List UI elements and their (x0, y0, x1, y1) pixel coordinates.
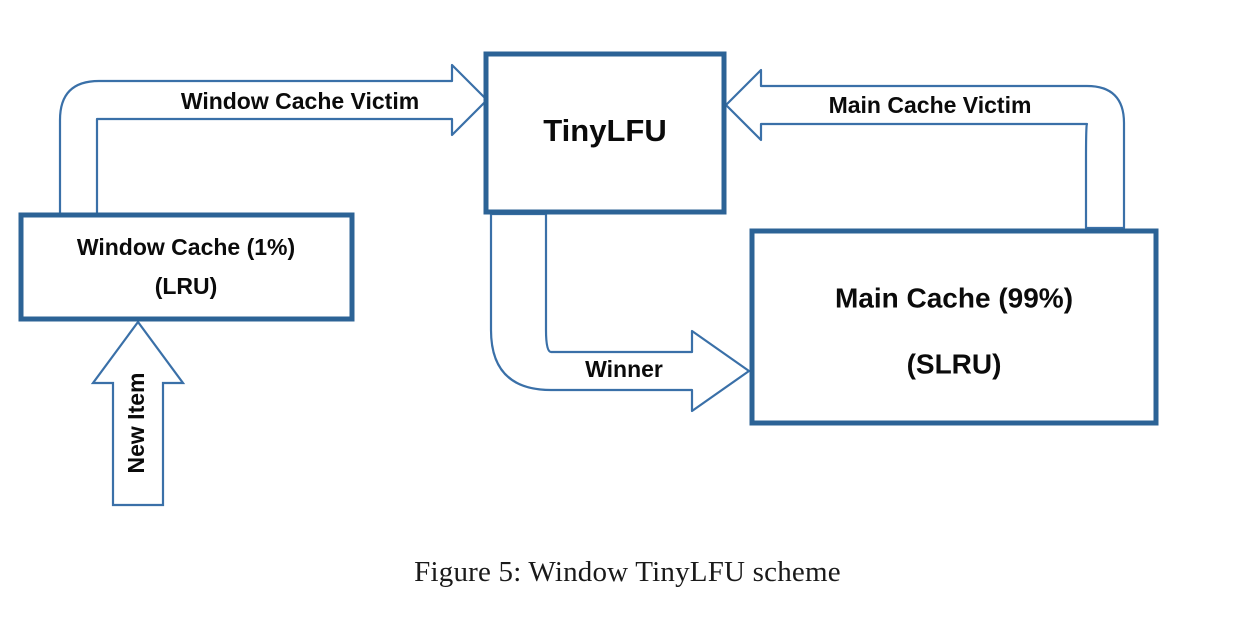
main-cache-label-line2: (SLRU) (907, 348, 1002, 379)
arrow-label-main-cache-victim: Main Cache Victim (829, 92, 1032, 118)
box-window-cache: Window Cache (1%) (LRU) (18, 212, 355, 322)
arrow-label-winner: Winner (585, 356, 663, 382)
new-item-arrow-shape (90, 320, 186, 507)
arrow-label-new-item: New Item (123, 373, 149, 474)
window-cache-victim-arrow-shape (58, 63, 489, 218)
window-cache-rect (18, 212, 355, 322)
tinylfu-rect (483, 51, 727, 215)
main-cache-label-line1: Main Cache (99%) (835, 282, 1073, 313)
box-main-cache: Main Cache (99%) (SLRU) (749, 228, 1159, 426)
window-cache-label-line2: (LRU) (155, 273, 218, 299)
box-tinylfu: TinyLFU (483, 51, 727, 215)
arrow-window-cache-victim: Window Cache Victim (58, 63, 489, 218)
arrow-new-item: New Item (90, 320, 186, 507)
arrow-main-cache-victim: Main Cache Victim (724, 68, 1126, 230)
window-cache-label-line1: Window Cache (1%) (77, 234, 295, 260)
winner-arrow-shape (489, 212, 751, 413)
arrow-label-window-cache-victim: Window Cache Victim (181, 88, 419, 114)
tinylfu-label: TinyLFU (543, 113, 666, 148)
figure-caption: Figure 5: Window TinyLFU scheme (414, 556, 841, 588)
main-cache-rect (749, 228, 1159, 426)
arrow-winner: Winner (489, 212, 751, 413)
